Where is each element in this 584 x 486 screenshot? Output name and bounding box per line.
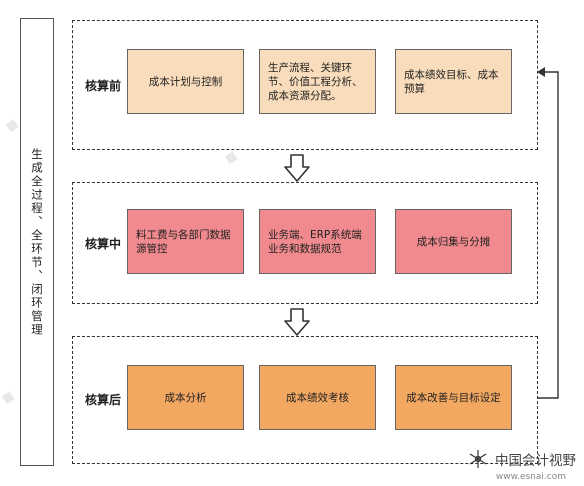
box-cost-improvement: 成本改善与目标设定: [395, 365, 512, 430]
watermark-mark: ■: [0, 388, 17, 406]
box-production-flow: 生产流程、关键环节、价值工程分析、成本资源分配。: [259, 49, 376, 114]
feedback-loop-arrow: [537, 67, 559, 399]
snowflake-logo-icon: [469, 450, 487, 468]
box-cost-analysis: 成本分析: [127, 365, 244, 430]
stage-post-accounting: 核算后 成本分析 成本绩效考核 成本改善与目标设定: [72, 336, 538, 464]
stage-mid-accounting: 核算中 料工费与各部门数据源管控 业务端、ERP系统端业务和数据规范 成本归集与…: [72, 182, 538, 304]
box-cost-performance-review: 成本绩效考核: [259, 365, 376, 430]
down-arrow-icon: [284, 308, 310, 336]
watermark-mark: ■: [3, 116, 21, 134]
brand-logo: 中国会计视野: [465, 448, 576, 470]
box-cost-performance-target: 成本绩效目标、成本预算: [395, 49, 512, 114]
brand-name: 中国会计视野: [495, 453, 576, 469]
stage-label-mid: 核算中: [85, 237, 122, 251]
watermark-mark: ■: [222, 148, 240, 166]
down-arrow-icon: [284, 154, 310, 182]
stage-label-post: 核算后: [85, 393, 122, 407]
box-cost-plan-control: 成本计划与控制: [127, 49, 244, 114]
box-material-labor-data: 料工费与各部门数据源管控: [127, 209, 244, 274]
stage-pre-accounting: 核算前 成本计划与控制 生产流程、关键环节、价值工程分析、成本资源分配。 成本绩…: [72, 20, 538, 150]
stage-label-pre: 核算前: [85, 79, 122, 93]
brand-url: www.esnai.com: [495, 472, 566, 482]
sidebar-text: 生成全过程、全环节、闭环管理: [30, 147, 44, 337]
box-cost-allocation: 成本归集与分摊: [395, 209, 512, 274]
sidebar-process-label: 生成全过程、全环节、闭环管理: [20, 18, 54, 466]
box-business-erp-norms: 业务端、ERP系统端业务和数据规范: [259, 209, 376, 274]
